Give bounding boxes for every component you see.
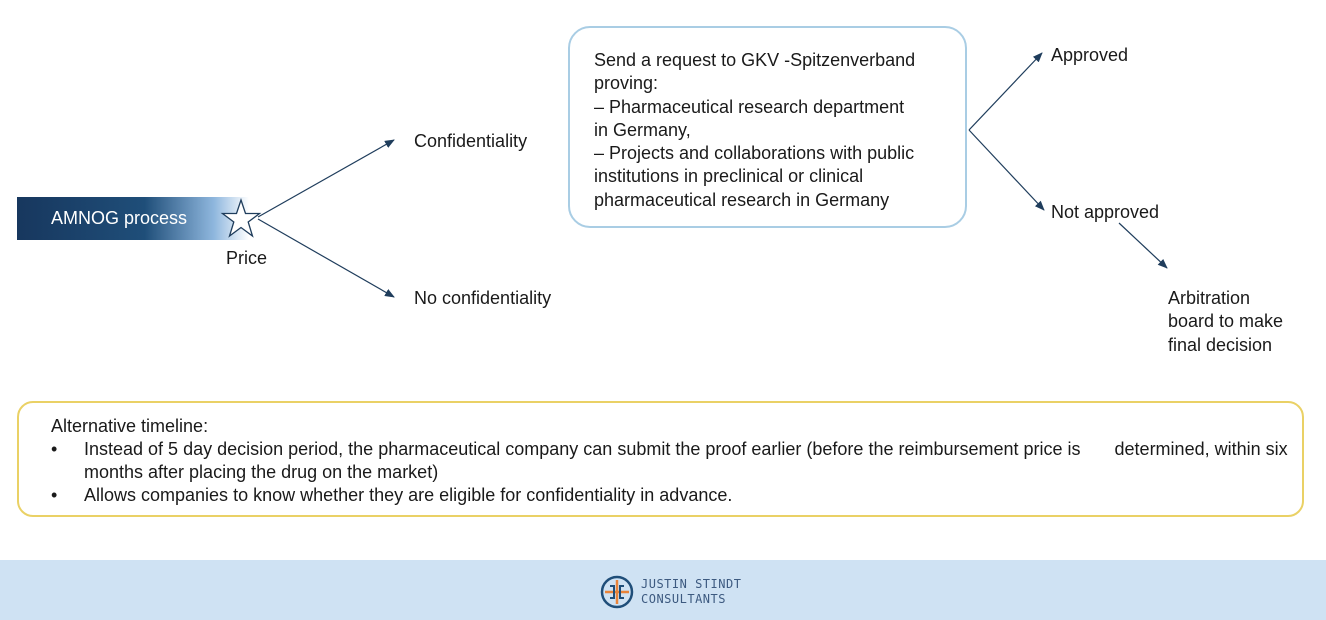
list-item: • Instead of 5 day decision period, the … [51, 438, 1291, 484]
request-line: in Germany, [594, 119, 691, 140]
arrow-to-not-approved [968, 129, 1045, 211]
price-label: Price [226, 248, 268, 268]
bullet: • [51, 439, 58, 459]
amnog-process-banner: AMNOG process [17, 197, 249, 240]
request-line: institutions in preclinical or clinical [594, 166, 864, 187]
list-item-text: Instead of 5 day decision period, the ph… [84, 439, 1081, 459]
arrow-to-confidentiality [257, 139, 395, 218]
logo-text: JUSTIN STINDT CONSULTANTS [641, 577, 741, 607]
arbitration-line: board to make [1168, 311, 1284, 332]
no-confidentiality-label: No confidentiality [414, 288, 552, 308]
not-approved-label: Not approved [1051, 202, 1160, 222]
request-line: – Projects and collaborations with publi… [594, 143, 915, 164]
company-logo: JUSTIN STINDT CONSULTANTS [600, 575, 741, 609]
arbitration-line: Arbitration [1168, 288, 1251, 308]
alternative-timeline-box: Alternative timeline: • Instead of 5 day… [17, 401, 1304, 517]
amnog-diagram: AMNOG process Price Confidentiality No c… [17, 26, 1304, 517]
bullet: • [51, 485, 58, 505]
request-line: pharmaceutical research in Germany [594, 189, 890, 210]
star-icon [220, 198, 262, 238]
list-item: • Allows companies to know whether they … [51, 484, 1291, 507]
alternative-timeline-list: • Instead of 5 day decision period, the … [51, 438, 1291, 507]
arbitration-line: final decision [1168, 334, 1273, 355]
amnog-process-label: AMNOG process [51, 208, 188, 228]
arbitration-label: Arbitration board to make final decision [1168, 287, 1283, 357]
request-text: Send a request to GKV -Spitzenverband pr… [594, 49, 915, 212]
arrow-to-approved [968, 52, 1043, 131]
logo-line-1: JUSTIN STINDT [641, 577, 742, 591]
arrow-to-arbitration [1118, 222, 1168, 269]
request-line: – Pharmaceutical research department [594, 96, 905, 117]
logo-emblem-icon [600, 575, 634, 609]
approved-label: Approved [1051, 45, 1129, 65]
footer-bar: JUSTIN STINDT CONSULTANTS [0, 560, 1326, 620]
request-line: Send a request to GKV -Spitzenverband [594, 50, 916, 70]
confidentiality-label: Confidentiality [414, 131, 528, 151]
list-item-text: determined, within six months after plac… [84, 439, 1288, 482]
logo-line-2: CONSULTANTS [641, 592, 726, 606]
connector-arrows [257, 52, 1168, 298]
request-line: proving: [594, 73, 659, 94]
list-item-text: Allows companies to know whether they ar… [84, 485, 733, 505]
alternative-timeline-title: Alternative timeline: [51, 416, 209, 436]
request-box: Send a request to GKV -Spitzenverband pr… [568, 26, 967, 228]
arrow-to-no-confidentiality [257, 218, 395, 298]
